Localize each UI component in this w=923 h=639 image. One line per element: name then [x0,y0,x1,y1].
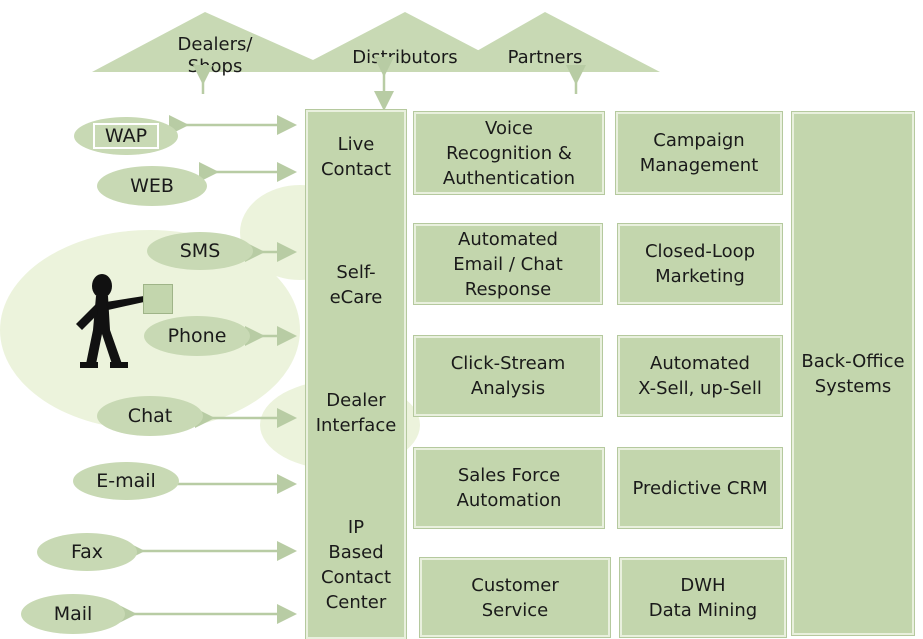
person-icon [76,274,144,368]
channel-chat: Chat [97,396,203,436]
channel-mail: Mail [21,594,125,634]
partners-triangle [440,12,660,72]
sales-force-box: Sales Force Automation [414,448,604,528]
automated-xsell-box: Automated X-Sell, up-Sell [618,336,782,416]
customer-service-box: Customer Service [420,558,610,637]
channel-wap-label: WAP [92,123,160,149]
dwh-box: DWH Data Mining [620,558,786,637]
channel-web: WEB [97,166,207,206]
campaign-management-box: Campaign Management [616,112,782,194]
live-contact-label: Live Contact [320,134,392,180]
channel-web-label: WEB [130,175,174,197]
partners-label: Partners [507,47,583,68]
distributors-triangle [290,12,520,72]
channel-email: E-mail [73,462,179,500]
channel-phone: Phone [144,316,250,356]
channel-mail-label: Mail [53,603,93,625]
channel-email-label: E-mail [96,470,156,492]
voice-recognition-box: Voice Recognition & Authentication [414,112,604,194]
channel-sms: SMS [147,232,253,270]
channel-sms-label: SMS [179,240,221,262]
dealer-interface-label: Dealer Interface [315,390,397,436]
self-ecare-label: Self- eCare [329,262,383,308]
partner-triangles [92,12,660,72]
click-stream-box: Click-Stream Analysis [414,336,602,416]
channel-fax-label: Fax [70,541,104,563]
predictive-crm-box: Predictive CRM [618,448,782,528]
channel-fax: Fax [37,533,137,571]
channel-wap: WAP [74,117,178,155]
channel-phone-label: Phone [167,325,227,347]
closed-loop-box: Closed-Loop Marketing [618,224,782,304]
ip-contact-center-label: IP Based Contact Center [320,517,392,613]
automated-email-box: Automated Email / Chat Response [414,224,602,304]
device-square [143,284,173,314]
channel-chat-label: Chat [127,405,173,427]
back-office-box: Back-Office Systems [792,112,914,635]
dealers-triangle [92,12,340,72]
contact-column [306,110,406,639]
